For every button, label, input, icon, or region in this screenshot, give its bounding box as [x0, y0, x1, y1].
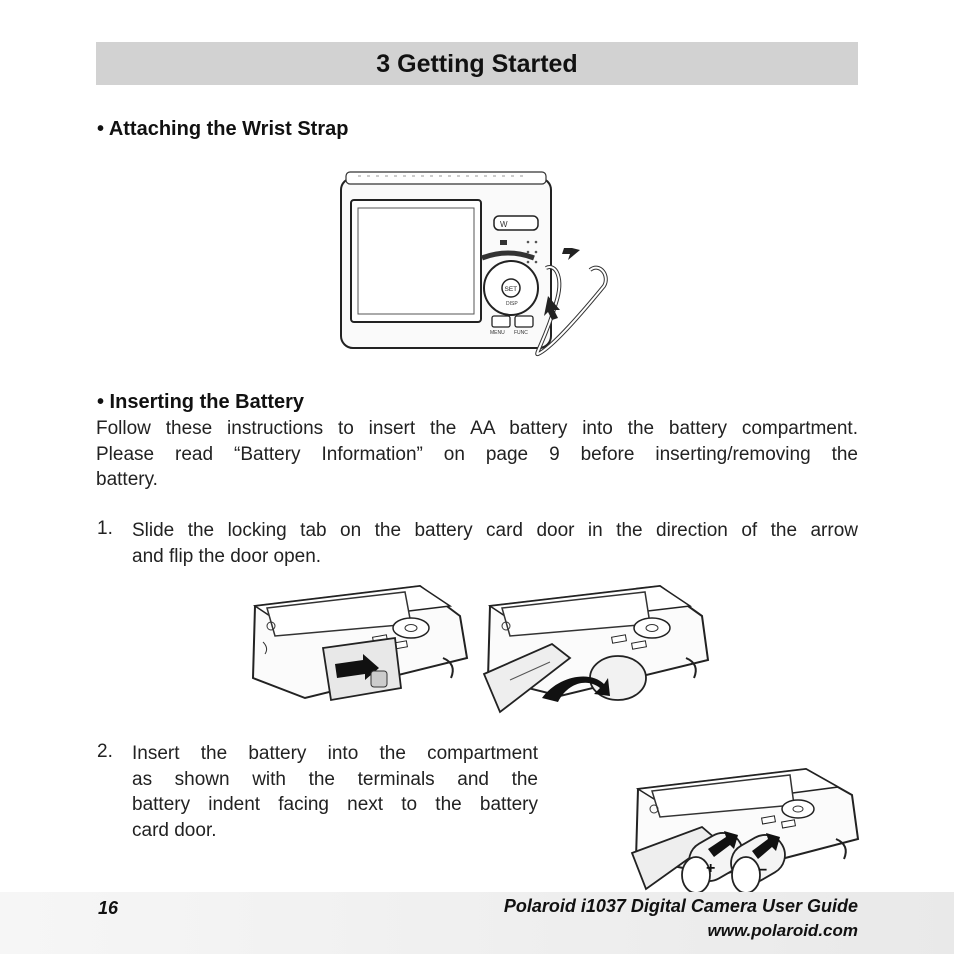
page-number: 16 — [98, 898, 119, 918]
section-heading-battery: • Inserting the Battery — [97, 391, 305, 413]
step-line: battery indent facing next to the batter… — [132, 794, 538, 815]
set-label: SET — [505, 286, 518, 293]
step-line: Insert the battery into the compartment — [132, 743, 538, 764]
step-line: as shown with the terminals and the — [132, 768, 538, 790]
wrist-strap-illustration: W SET DISP MENU FUNC — [340, 171, 608, 357]
disp-label: DISP — [506, 301, 518, 307]
step-number: 1. — [97, 518, 113, 539]
intro-line: Please read “Battery Information” on pag… — [96, 443, 858, 465]
step-text: Slide the locking tab on the battery car… — [132, 518, 858, 569]
guide-title: Polaroid i1037 Digital Camera User Guide — [503, 896, 858, 916]
step-text: Insert the battery into the compartment … — [132, 741, 538, 843]
title-bar: 3 Getting Started — [96, 42, 858, 85]
svg-text:+: + — [706, 860, 715, 877]
intro-line: battery. — [96, 469, 158, 490]
func-label: FUNC — [514, 330, 528, 336]
website-link[interactable]: www.polaroid.com — [707, 921, 859, 940]
battery-door-open-illustration — [482, 584, 710, 714]
svg-text:−: − — [758, 862, 767, 879]
step-line: Slide the locking tab on the battery car… — [132, 520, 858, 541]
battery-intro-paragraph: Follow these instructions to insert the … — [96, 416, 858, 493]
section-heading-wrist-strap: • Attaching the Wrist Strap — [97, 118, 349, 140]
battery-door-closed-illustration — [251, 584, 469, 702]
step-line: and flip the door open. — [132, 545, 322, 567]
battery-insert-illustration: + − — [630, 767, 860, 894]
step-line: card door. — [132, 819, 217, 841]
svg-text:W: W — [500, 220, 508, 229]
menu-label: MENU — [490, 330, 505, 336]
page-footer — [0, 892, 954, 954]
intro-line: Follow these instructions to insert the … — [96, 418, 858, 439]
page-title: 3 Getting Started — [376, 50, 578, 78]
step-number: 2. — [97, 741, 113, 762]
